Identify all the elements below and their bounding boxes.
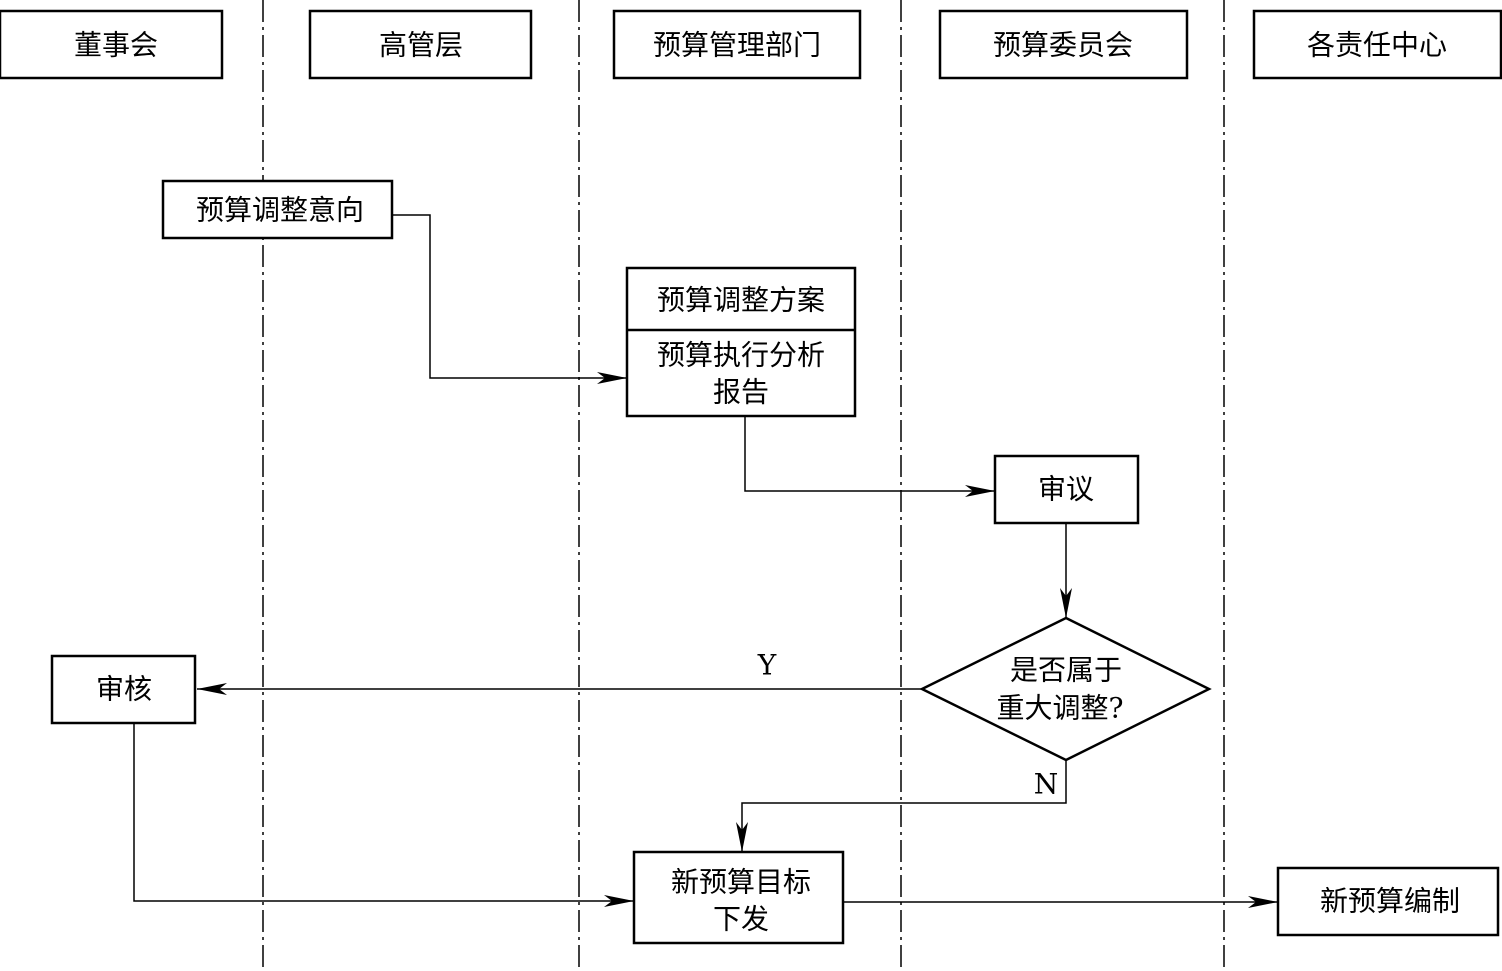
lane-header-responsibility-centers: 各责任中心 [1252, 9, 1502, 80]
node-execution-report-label-line1: 预算执行分析 [657, 339, 825, 372]
node-issue-targets-label-line2: 下发 [713, 903, 769, 936]
node-new-budget: 新预算编制 [1276, 866, 1500, 937]
node-decision-label-line1: 是否属于 [1010, 654, 1122, 687]
lane-header-responsibility-centers-label: 各责任中心 [1307, 29, 1447, 62]
node-approval: 审核 [50, 654, 197, 725]
lane-header-senior-management-label: 高管层 [379, 29, 463, 62]
node-adjustment-plan-label: 预算调整方案 [657, 284, 825, 317]
lane-header-budget-committee: 预算委员会 [938, 9, 1189, 80]
node-review-label: 审议 [1038, 473, 1094, 506]
edge-approval-to-issue [133, 724, 634, 907]
node-new-budget-label: 新预算编制 [1320, 885, 1460, 918]
edge-report-to-review [744, 416, 995, 497]
edge-label-yes: Y [757, 649, 777, 682]
lane-header-board: 董事会 [0, 9, 224, 80]
edge-label-no: N [1034, 768, 1059, 801]
lane-header-budget-department-label: 预算管理部门 [653, 29, 821, 62]
lane-header-senior-management: 高管层 [308, 9, 533, 80]
lane-header-board-label: 董事会 [74, 29, 158, 62]
node-decision-label-line2: 重大调整? [996, 692, 1123, 725]
node-approval-label: 审核 [96, 673, 152, 706]
node-adjustment-intent-label: 预算调整意向 [196, 194, 364, 227]
node-issue-targets-label-line1: 新预算目标 [671, 866, 811, 899]
node-issue-targets: 新预算目标 下发 [632, 850, 845, 945]
lane-header-budget-department: 预算管理部门 [612, 9, 862, 80]
edge-intent-to-plan [392, 214, 627, 384]
node-adjustment-plan-and-report: 预算调整方案 预算执行分析 报告 [625, 266, 857, 418]
node-review: 审议 [993, 454, 1140, 525]
lane-header-budget-committee-label: 预算委员会 [993, 29, 1133, 62]
node-execution-report-label-line2: 报告 [713, 376, 769, 409]
edge-decision-no [736, 760, 1067, 852]
node-decision: 是否属于 重大调整? [919, 616, 1212, 762]
node-adjustment-intent: 预算调整意向 [161, 179, 394, 240]
